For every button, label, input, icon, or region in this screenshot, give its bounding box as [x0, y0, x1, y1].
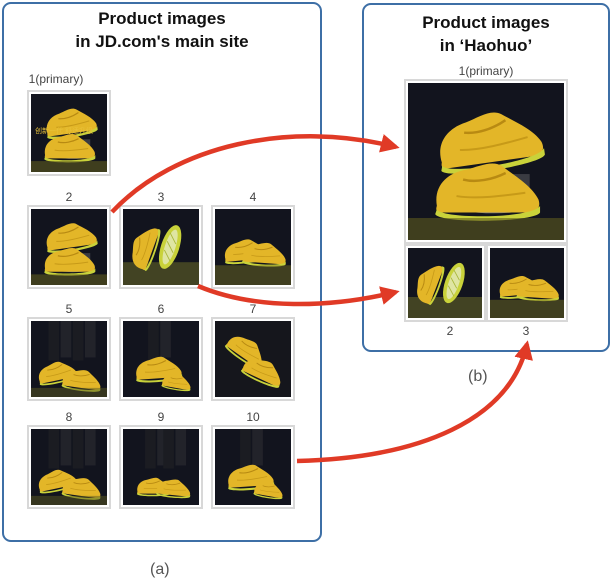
main-image-label-5: 5: [65, 302, 73, 316]
main-image-label-10: 10: [246, 410, 260, 424]
main-image-label-2: 2: [65, 190, 73, 204]
main-image-3-photo: [123, 209, 199, 285]
main-image-1: 创新一代 舒适升级: [27, 90, 111, 176]
haohuo-image-3-photo: [490, 248, 564, 318]
panel-haohuo-title-line1: Product images: [422, 13, 550, 32]
arrow-image-10-to-haohuo-3: [296, 340, 533, 464]
main-image-label-7: 7: [249, 302, 257, 316]
main-image-label-1: 1(primary): [28, 72, 84, 86]
haohuo-image-2: [404, 244, 486, 322]
main-image-2: [27, 205, 111, 289]
panel-main-site-title-line1: Product images: [98, 9, 226, 28]
main-image-3: [119, 205, 203, 289]
panel-haohuo-title: Product images in ‘Haohuo’: [362, 11, 610, 57]
main-image-label-3: 3: [157, 190, 165, 204]
main-image-2-photo: [31, 209, 107, 285]
panel-haohuo-caption: (b): [468, 368, 488, 385]
main-image-label-4: 4: [249, 190, 257, 204]
main-image-label-8: 8: [65, 410, 73, 424]
haohuo-image-label-3: 3: [522, 324, 530, 338]
main-image-10: [211, 425, 295, 509]
main-image-6-photo: [123, 321, 199, 397]
main-image-7: [211, 317, 295, 401]
main-image-9-photo: [123, 429, 199, 505]
main-image-7-photo: [215, 321, 291, 397]
haohuo-image-1: [404, 79, 568, 244]
main-image-1-watermark-text: 创新一代 舒适升级: [35, 128, 93, 135]
main-image-10-photo: [215, 429, 291, 505]
haohuo-image-3: [486, 244, 568, 322]
haohuo-image-1-photo: [408, 83, 564, 240]
main-image-9: [119, 425, 203, 509]
haohuo-image-label-1: 1(primary): [458, 64, 514, 78]
main-image-6: [119, 317, 203, 401]
panel-haohuo-title-line2: in ‘Haohuo’: [439, 36, 533, 55]
panel-main-site-title-line2: in JD.com's main site: [75, 32, 249, 51]
main-image-5-photo: [31, 321, 107, 397]
haohuo-image-2-photo: [408, 248, 482, 318]
main-image-5: [27, 317, 111, 401]
haohuo-image-label-2: 2: [446, 324, 454, 338]
main-image-1-photo: [31, 94, 107, 172]
main-image-4-photo: [215, 209, 291, 285]
panel-main-site-title: Product images in JD.com's main site: [2, 7, 322, 53]
panel-main-site-caption: (a): [150, 561, 170, 578]
main-image-4: [211, 205, 295, 289]
main-image-label-9: 9: [157, 410, 165, 424]
main-image-8-photo: [31, 429, 107, 505]
main-image-label-6: 6: [157, 302, 165, 316]
main-image-8: [27, 425, 111, 509]
